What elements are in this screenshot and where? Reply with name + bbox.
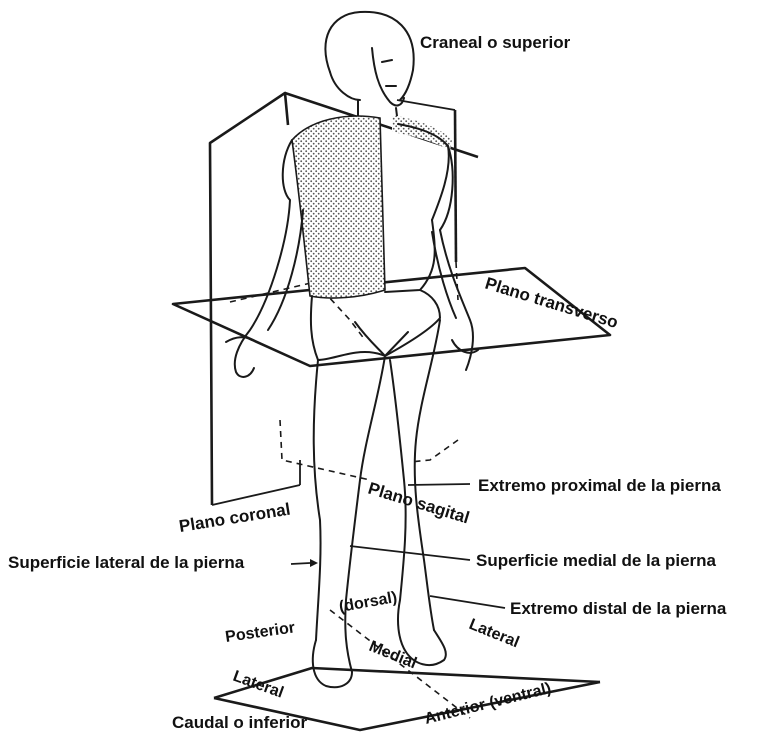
- label-cranial: Craneal o superior: [420, 33, 571, 52]
- figure: [226, 12, 478, 687]
- label-caudal: Caudal o inferior: [172, 713, 307, 732]
- label-transverse-plane: Plano transverso: [483, 274, 620, 333]
- label-lateral-right: Lateral: [467, 616, 522, 651]
- label-distal-end: Extremo distal de la pierna: [510, 599, 727, 618]
- medial-surface-leader: [350, 546, 470, 560]
- distal-leader: [430, 596, 505, 608]
- label-lateral-left: Lateral: [231, 668, 286, 702]
- label-medial-surface: Superficie medial de la pierna: [476, 551, 717, 570]
- label-coronal-plane: Plano coronal: [178, 500, 292, 536]
- label-anterior: Anterior (ventral): [423, 680, 553, 728]
- label-proximal-end: Extremo proximal de la pierna: [478, 476, 721, 495]
- label-medial: Medial: [367, 638, 420, 672]
- lateral-surface-leader: [291, 563, 310, 564]
- proximal-leader: [408, 484, 470, 485]
- lateral-surface-arrow: [310, 559, 318, 567]
- label-lateral-surface: Superficie lateral de la pierna: [8, 553, 245, 572]
- label-posterior: Posterior: [224, 619, 296, 646]
